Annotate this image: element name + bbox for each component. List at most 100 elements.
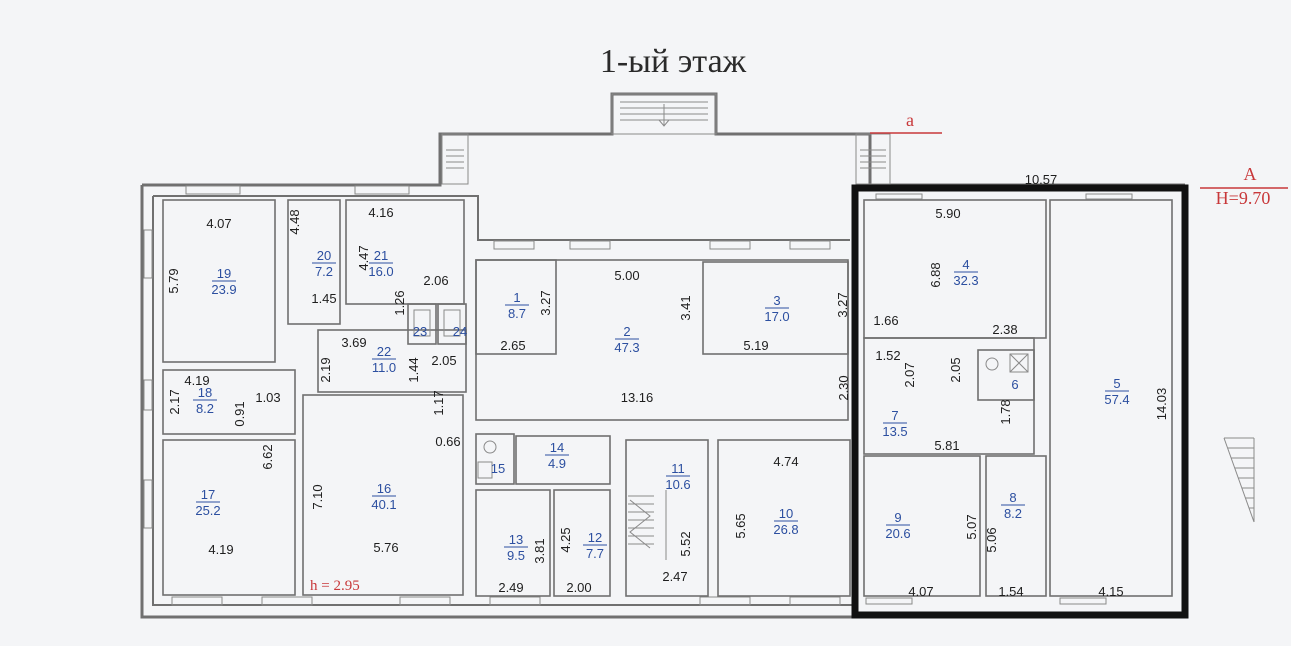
room-area: 25.2: [195, 503, 220, 518]
room-area: 7.2: [315, 264, 333, 279]
dimension-label: 4.19: [184, 373, 209, 388]
room-labels: 18.7247.3317.0432.3557.46713.588.2920.61…: [193, 248, 1130, 563]
dimension-label: 5.90: [935, 206, 960, 221]
dimension-label: 2.38: [992, 322, 1017, 337]
dimension-label: 2.30: [836, 375, 851, 400]
room-number: 3: [773, 293, 780, 308]
dimension-label: 5.52: [678, 531, 693, 556]
room-12: 127.7: [583, 530, 607, 561]
dimension-label: 5.65: [733, 513, 748, 538]
dimension-label: 4.15: [1098, 584, 1123, 599]
room-number: 15: [491, 461, 505, 476]
room-number: 11: [671, 461, 685, 476]
room-number: 17: [201, 487, 215, 502]
dimension-label: 2.05: [431, 353, 456, 368]
room-8: 88.2: [1001, 490, 1025, 521]
room-number: 6: [1011, 377, 1018, 392]
dimension-label: 4.19: [208, 542, 233, 557]
dimension-label: 2.00: [566, 580, 591, 595]
room-number: 23: [413, 324, 427, 339]
dimension-label: 1.45: [311, 291, 336, 306]
dimension-label: 5.81: [934, 438, 959, 453]
room-9: 920.6: [885, 510, 910, 541]
room-number: 12: [588, 530, 602, 545]
room-area: 8.2: [1004, 506, 1022, 521]
room-number: 5: [1113, 376, 1120, 391]
room-5: 557.4: [1104, 376, 1129, 407]
highlighted-block: [851, 184, 1189, 619]
room-6: 6: [1011, 377, 1018, 392]
dimension-label: 0.91: [232, 401, 247, 426]
room-area: 9.5: [507, 548, 525, 563]
dimension-label: 2.47: [662, 569, 687, 584]
dimension-label: 5.07: [964, 514, 979, 539]
room-area: 8.2: [196, 401, 214, 416]
room-18: 188.2: [193, 385, 217, 416]
dimension-label: 0.66: [435, 434, 460, 449]
dimension-label: 14.03: [1154, 388, 1169, 421]
dimension-label: 1.44: [406, 357, 421, 382]
room-area: 4.9: [548, 456, 566, 471]
dimension-label: 3.27: [538, 290, 553, 315]
dimension-label: 2.05: [948, 357, 963, 382]
room-14: 144.9: [545, 440, 569, 471]
room-area: 13.5: [882, 424, 907, 439]
room-number: 21: [374, 248, 388, 263]
dimension-label: 2.65: [500, 338, 525, 353]
room-number: 18: [198, 385, 212, 400]
room-number: 1: [513, 290, 520, 305]
room-number: 24: [453, 324, 467, 339]
ceiling-height: h = 2.95: [310, 578, 360, 594]
room-area: 40.1: [371, 497, 396, 512]
room-number: 10: [779, 506, 793, 521]
dimension-label: 2.49: [498, 580, 523, 595]
floor-title: 1-ый этаж: [600, 43, 747, 80]
dimension-label: 4.74: [773, 454, 798, 469]
room-7: 713.5: [882, 408, 907, 439]
dimension-label: 2.06: [423, 273, 448, 288]
dimension-label: 7.10: [310, 484, 325, 509]
room-4: 432.3: [953, 257, 978, 288]
room-area: 20.6: [885, 526, 910, 541]
dimension-label: 3.69: [341, 335, 366, 350]
room-number: 20: [317, 248, 331, 263]
dimension-label: 2.07: [902, 362, 917, 387]
dimension-label: 1.52: [875, 348, 900, 363]
outer-walls: [140, 92, 1185, 619]
dimension-label: 4.48: [287, 209, 302, 234]
dimension-label: 1.54: [998, 584, 1023, 599]
dimension-label: 5.00: [614, 268, 639, 283]
annotations: a A H=9.70 h = 2.95: [310, 110, 1288, 594]
dimension-label: 10.57: [1025, 172, 1058, 187]
dimension-label: 3.81: [532, 538, 547, 563]
room-area: 57.4: [1104, 392, 1129, 407]
room-number: 22: [377, 344, 391, 359]
dimension-label: 3.41: [678, 295, 693, 320]
room-13: 139.5: [504, 532, 528, 563]
dimension-label: 1.03: [255, 390, 280, 405]
room-area: 17.0: [764, 309, 789, 324]
dimension-label: 5.76: [373, 540, 398, 555]
room-area: 8.7: [508, 306, 526, 321]
room-23: 23: [413, 324, 427, 339]
room-number: 14: [550, 440, 564, 455]
dimension-label: 5.79: [166, 268, 181, 293]
dimension-label: 1.26: [392, 290, 407, 315]
room-number: 19: [217, 266, 231, 281]
dimension-label: 6.88: [928, 262, 943, 287]
section-mark-a: a: [906, 110, 914, 130]
dimension-label: 6.62: [260, 444, 275, 469]
room-number: 7: [891, 408, 898, 423]
room-number: 9: [894, 510, 901, 525]
dimension-label: 13.16: [621, 390, 654, 405]
room-area: 26.8: [773, 522, 798, 537]
dimension-label: 1.78: [998, 399, 1013, 424]
room-area: 10.6: [665, 477, 690, 492]
room-area: 47.3: [614, 340, 639, 355]
